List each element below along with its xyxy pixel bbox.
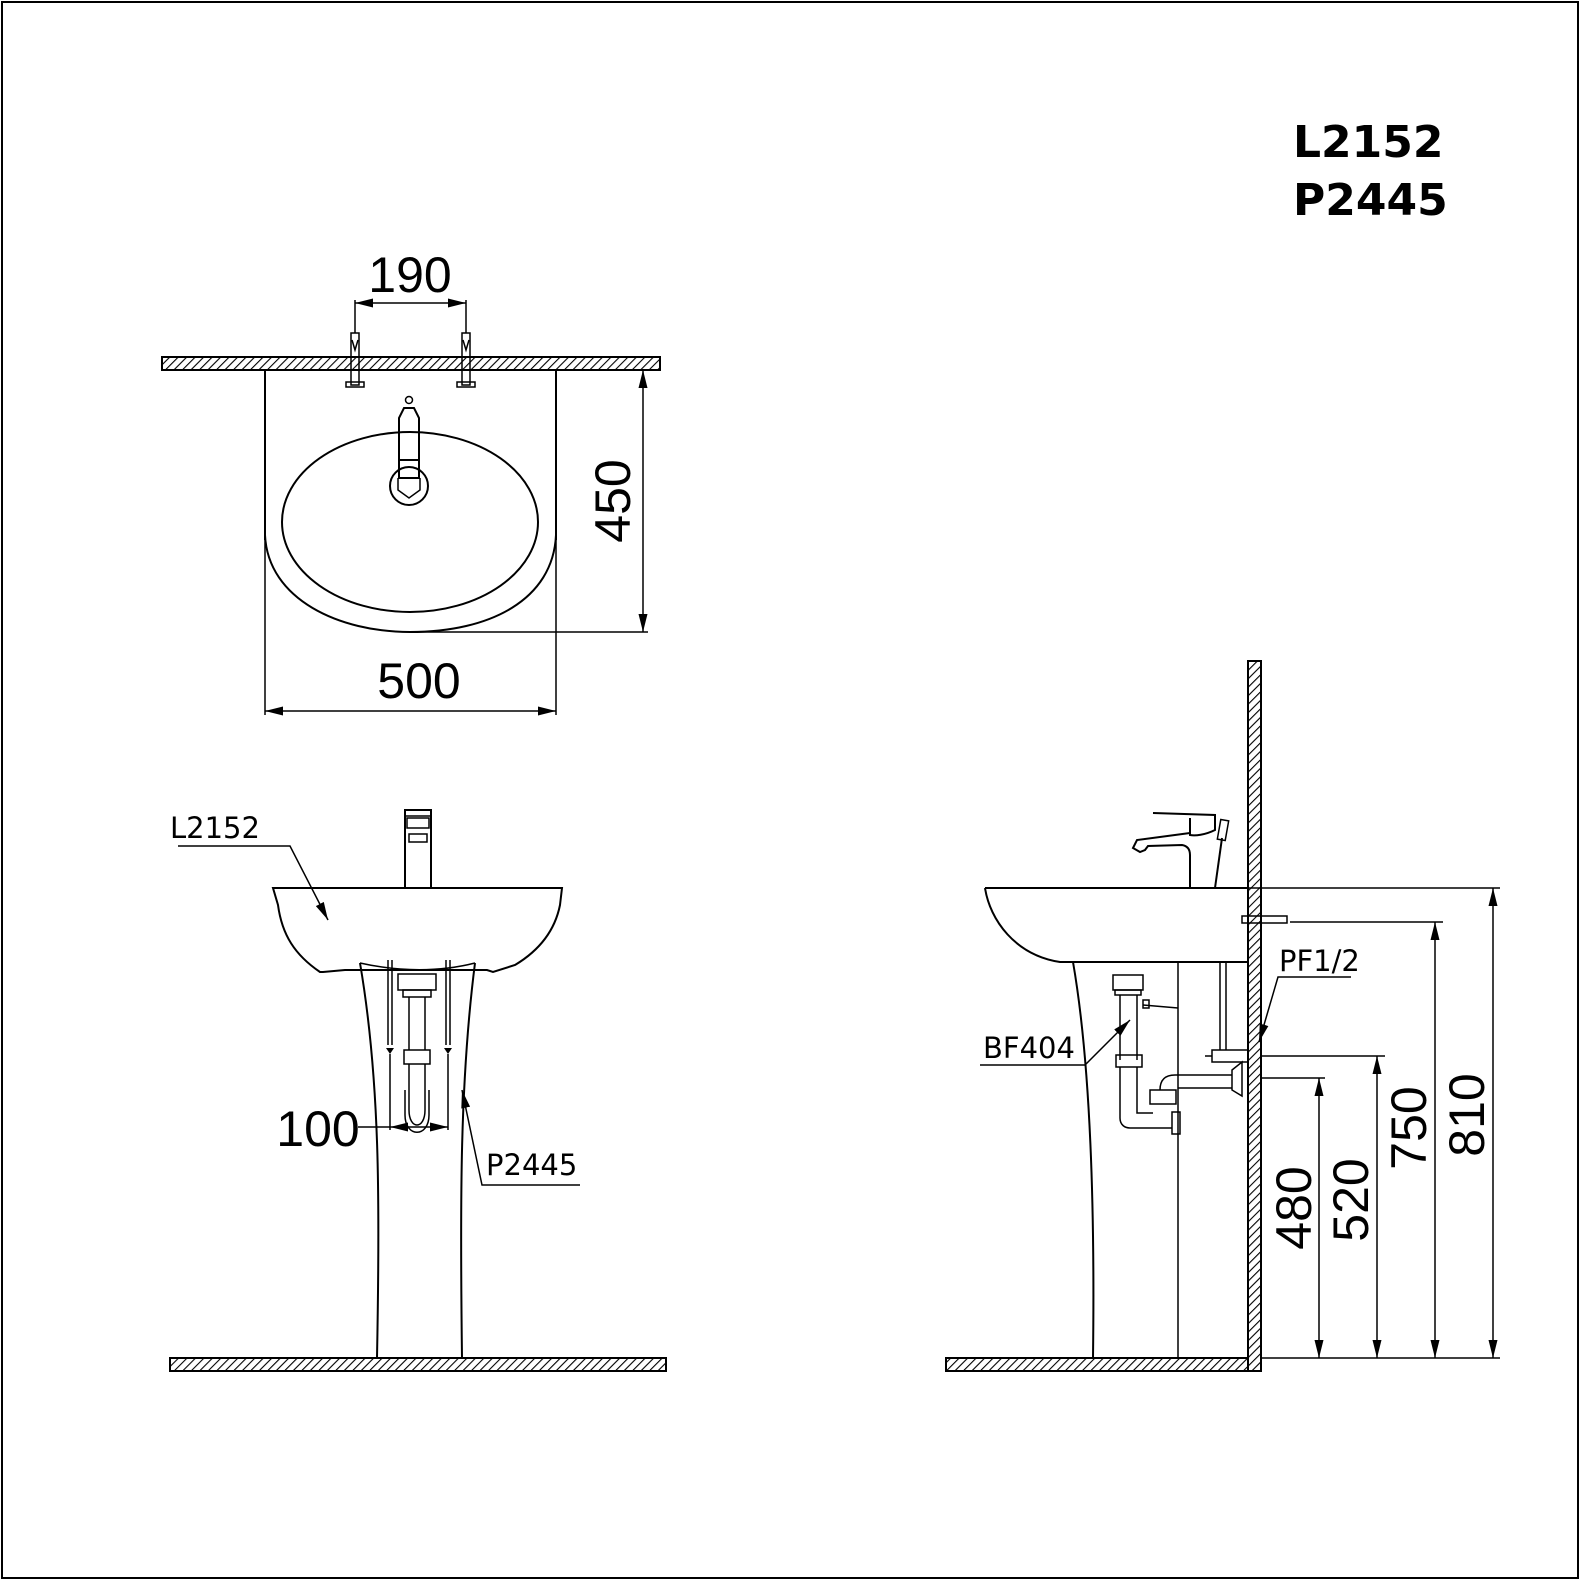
dimension-500: 500 — [377, 653, 460, 709]
pedestal-left-edge — [359, 962, 380, 1359]
faucet-side-view — [1131, 812, 1230, 889]
label-basin-l2152: L2152 — [170, 811, 260, 845]
leader-supply — [1258, 976, 1351, 1043]
pedestal-side-edge — [1072, 961, 1095, 1359]
label-drain-bf404: BF404 — [983, 1031, 1075, 1065]
title-model-pedestal: P2445 — [1293, 175, 1448, 226]
floor-section-front — [169, 1357, 667, 1372]
dimension-450: 450 — [585, 459, 641, 542]
label-pedestal-p2445: P2445 — [486, 1148, 577, 1182]
faucet-top-view — [389, 395, 429, 506]
drain-trap-front — [397, 973, 437, 1133]
leader-drain — [980, 1019, 1131, 1066]
supply-valve-side — [1205, 962, 1249, 1063]
side-view: 480 520 750 810 PF1/2 BF404 — [945, 660, 1500, 1372]
dimension-100: 100 — [276, 1101, 359, 1157]
leader-pedestal — [461, 1089, 580, 1186]
title-block: L2152 P2445 — [1293, 117, 1448, 226]
front-view: 100 L2152 P2445 — [169, 809, 667, 1372]
label-supply-pf12: PF1/2 — [1279, 944, 1360, 978]
pedestal-right-edge — [460, 962, 476, 1359]
supply-stub — [1241, 915, 1288, 924]
faucet-front-view — [404, 809, 432, 889]
floor-section-side — [945, 1357, 1249, 1372]
basin-front — [271, 887, 564, 974]
top-view: 190 450 500 — [161, 247, 661, 716]
basin-bowl — [281, 431, 539, 613]
leader-basin — [178, 845, 329, 921]
basin-side — [984, 887, 1248, 963]
dimension-750: 750 — [1381, 1086, 1437, 1169]
dimension-520: 520 — [1323, 1158, 1379, 1241]
dimension-190: 190 — [368, 247, 451, 303]
basin-outer-rim — [264, 534, 557, 634]
dimension-810: 810 — [1439, 1073, 1495, 1156]
title-model-basin: L2152 — [1293, 117, 1444, 168]
dimension-480: 480 — [1266, 1166, 1322, 1249]
wall-section-side — [1247, 660, 1262, 1372]
wall-section-top — [161, 356, 661, 371]
drain-assembly-side — [1112, 974, 1243, 1135]
